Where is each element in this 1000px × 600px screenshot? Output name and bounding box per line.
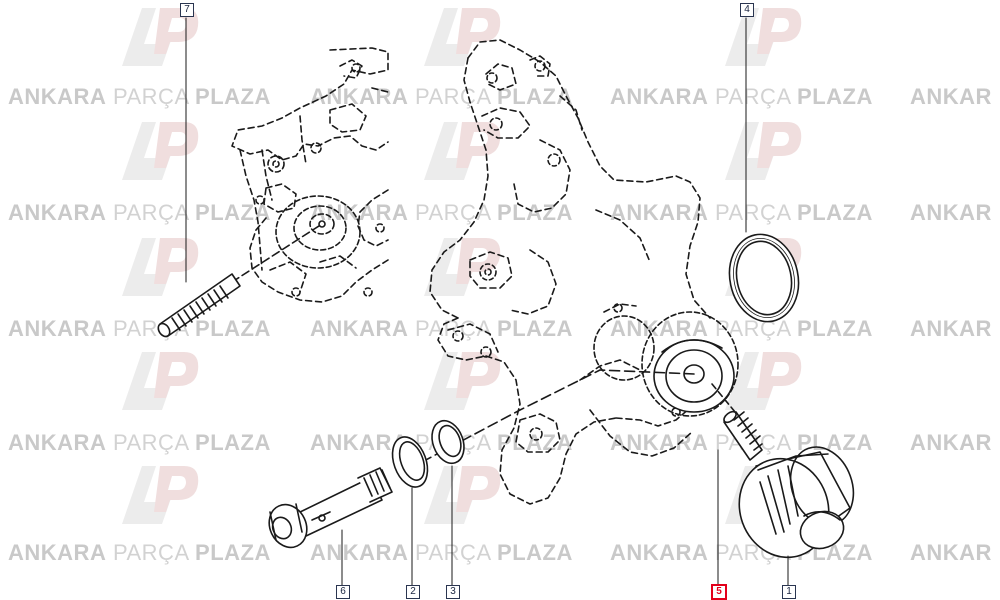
callout-3[interactable]: 3 <box>446 585 460 599</box>
callout-1[interactable]: 1 <box>782 585 796 599</box>
stud-7 <box>157 273 241 338</box>
callout-2[interactable]: 2 <box>406 585 420 599</box>
leader-lines <box>185 17 789 586</box>
seal-washer-2 <box>391 436 429 488</box>
callout-6[interactable]: 6 <box>336 585 350 599</box>
engine-block-right-outline <box>429 39 711 505</box>
pulley-boss-left <box>275 195 361 269</box>
gasket-ring-4 <box>728 233 800 323</box>
seal-washer-3 <box>431 419 465 465</box>
engine-block-right-bosses <box>452 60 681 441</box>
callout-4[interactable]: 4 <box>740 3 754 17</box>
callout-7[interactable]: 7 <box>180 3 194 17</box>
callout-5-highlighted[interactable]: 5 <box>711 584 727 600</box>
engine-block-left-outline <box>231 47 389 303</box>
pump-pulley-hub <box>653 339 735 413</box>
oil-filter-1 <box>738 446 855 559</box>
engine-block-left-bosses <box>255 63 385 297</box>
stud-5 <box>723 410 763 461</box>
pump-housing-right <box>593 311 739 417</box>
banjo-bolt-6 <box>268 467 393 549</box>
